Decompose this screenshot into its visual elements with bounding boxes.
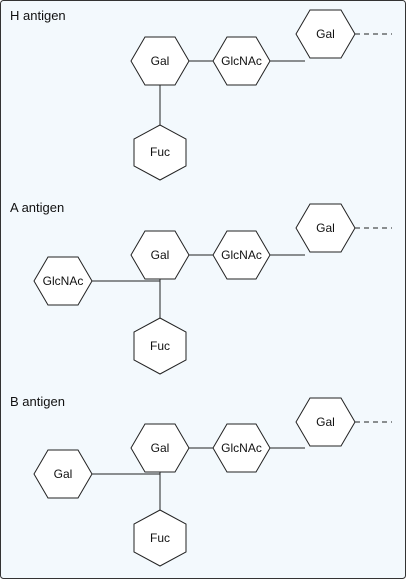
h-node-fuc-label: Fuc xyxy=(150,145,170,159)
b-node-gal-label: Gal xyxy=(151,441,170,455)
a-node-fuc-label: Fuc xyxy=(150,339,170,353)
a-node-glcnac-label: GlcNAc xyxy=(221,248,262,262)
a-antigen-section: A antigen GlcNAc Gal GlcNAc Gal Fuc xyxy=(10,200,392,375)
b-node-glcnac-label: GlcNAc xyxy=(221,441,262,455)
b-node-gal-branch-hexagon xyxy=(33,449,93,499)
a-node-glcnac-branch-label: GlcNAc xyxy=(43,274,84,288)
a-node-glcnac-hexagon xyxy=(212,230,271,280)
b-node-fuc-hexagon xyxy=(133,509,187,567)
b-antigen-title: B antigen xyxy=(10,394,65,409)
a-node-glcnac-branch-hexagon xyxy=(33,256,93,306)
a-node-gal-hexagon xyxy=(130,230,190,280)
b-node-gal-terminal-label: Gal xyxy=(316,415,335,429)
b-node-gal-hexagon xyxy=(130,423,190,473)
a-node-gal-label: Gal xyxy=(151,248,170,262)
b-antigen-section: B antigen Gal Gal GlcNAc Gal Fuc xyxy=(10,394,392,567)
b-node-gal-branch-label: Gal xyxy=(54,467,73,481)
h-node-gal-hexagon xyxy=(130,36,190,86)
h-node-glcnac-label: GlcNAc xyxy=(221,54,262,68)
h-node-gal-terminal-hexagon xyxy=(295,9,356,59)
a-antigen-title: A antigen xyxy=(10,200,64,215)
h-antigen-section: H antigen Gal GlcNAc Gal Fuc xyxy=(10,8,392,181)
h-node-fuc-hexagon xyxy=(133,124,187,181)
b-node-gal-terminal-hexagon xyxy=(295,397,356,447)
h-node-glcnac-hexagon xyxy=(212,36,271,86)
a-node-gal-terminal-label: Gal xyxy=(316,221,335,235)
b-node-fuc-label: Fuc xyxy=(150,531,170,545)
b-node-glcnac-hexagon xyxy=(212,423,271,473)
h-antigen-title: H antigen xyxy=(10,8,66,23)
a-node-fuc-hexagon xyxy=(133,317,187,375)
a-node-gal-terminal-hexagon xyxy=(295,203,356,253)
h-node-gal-label: Gal xyxy=(151,54,170,68)
h-node-gal-terminal-label: Gal xyxy=(316,27,335,41)
